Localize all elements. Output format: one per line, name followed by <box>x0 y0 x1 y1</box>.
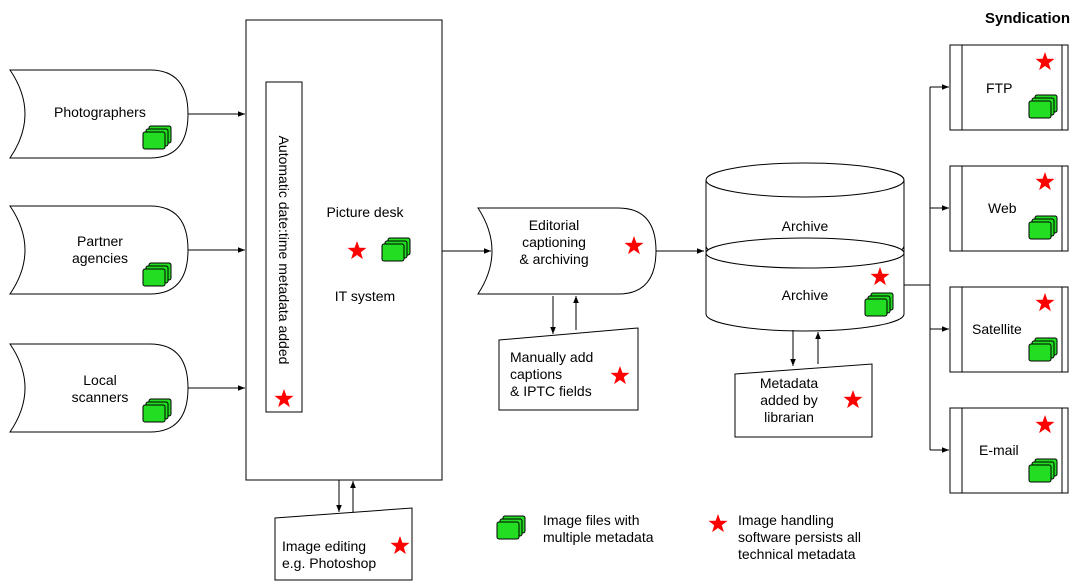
star-icon <box>870 267 890 286</box>
image-files-icon <box>1028 337 1058 362</box>
star-icon <box>347 241 367 260</box>
librarian-label: Metadata added by librarian <box>759 375 819 425</box>
source-label-photographers: Photographers <box>54 104 146 120</box>
manual-captions-box <box>498 327 639 411</box>
star-icon <box>1035 172 1055 191</box>
picture-desk-title: Picture desk <box>326 204 404 220</box>
star-icon <box>390 536 410 555</box>
image-files-icon <box>1028 94 1058 119</box>
legend-software-label: Image handling software persists all tec… <box>738 512 861 562</box>
legend-star-icon <box>708 514 728 533</box>
connectors <box>188 84 949 512</box>
star-icon <box>1035 415 1055 434</box>
archive-bottom-label: Archive <box>781 287 829 303</box>
image-editing-box <box>274 507 413 581</box>
image-files-icon <box>142 125 172 150</box>
syndication-heading: Syndication <box>985 10 1071 27</box>
editorial-shape <box>477 207 657 295</box>
star-icon <box>1035 52 1055 71</box>
image-files-icon <box>1028 458 1058 483</box>
ingest-note-box <box>265 81 303 413</box>
source-label-partner-agencies: Partner agencies <box>71 233 129 266</box>
star-icon <box>274 389 294 408</box>
image-files-icon <box>142 262 172 287</box>
image-files-icon <box>864 292 894 317</box>
syndication-label-satellite: Satellite <box>972 321 1022 337</box>
source-label-local-scanners: Local scanners <box>71 372 129 405</box>
legend-image-files-icon <box>496 515 526 540</box>
star-icon <box>610 366 630 385</box>
star-icon <box>1035 293 1055 312</box>
editorial-label: Editorial captioning & archiving <box>519 217 589 267</box>
syndication-label-email: E-mail <box>979 442 1019 458</box>
librarian-box <box>734 363 873 438</box>
image-files-icon <box>142 398 172 423</box>
legend-files-label: Image files with multiple metadata <box>543 512 654 545</box>
ingest-note-label: Automatic date:time metadata added <box>276 135 292 365</box>
image-editing-label: Image editing e.g. Photoshop <box>282 538 377 571</box>
image-files-icon <box>1028 215 1058 240</box>
image-files-icon <box>381 237 411 262</box>
picture-desk-subtitle: IT system <box>334 288 396 304</box>
manual-captions-label: Manually add captions & IPTC fields <box>510 349 594 399</box>
star-icon <box>624 236 644 255</box>
syndication-label-web: Web <box>988 200 1017 216</box>
star-icon <box>843 390 863 409</box>
archive-top-label: Archive <box>781 218 829 234</box>
archive-cylinder <box>705 162 905 332</box>
syndication-label-ftp: FTP <box>986 80 1013 96</box>
